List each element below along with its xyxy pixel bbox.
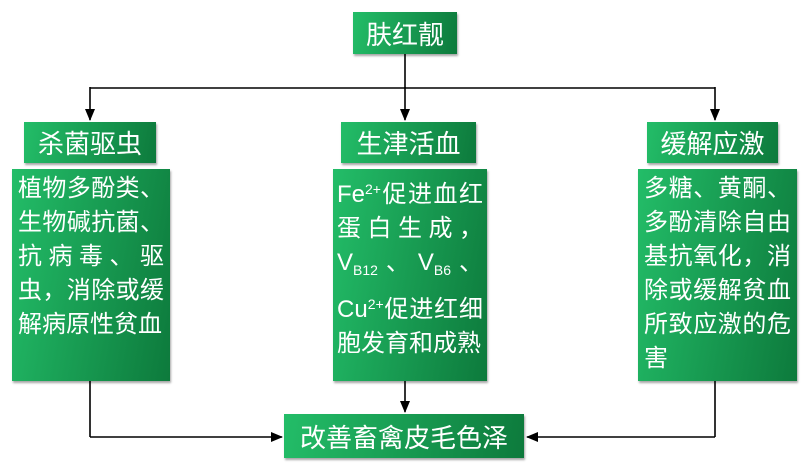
body-blood-seg-rbc: 促进红细胞发育和成熟 [337,296,483,357]
body-blood-seg-v1: V [337,249,354,276]
body-antibacterial-text: 植物多酚类、生物碱抗菌、抗病毒、驱虫，消除或缓解病原性贫血 [18,175,164,338]
product-title-label: 肤红靓 [365,19,444,50]
body-stress-text: 多糖、黄酮、多酚清除自由基抗氧化，消除或缓解贫血所致应激的危害 [644,175,791,372]
node-header-antibacterial: 杀菌驱虫 [24,122,156,163]
body-blood-seg-cu-charge: 2+ [367,296,384,312]
body-blood-seg-b6: B6 [433,262,452,278]
header-stress-label: 缓解应激 [660,129,765,159]
node-body-blood: Fe2+促进血红蛋白生成，VB12、VB6、Cu2+促进红细胞发育和成熟 [333,169,487,381]
body-blood-seg-fe-charge: 2+ [365,181,381,197]
outcome-label: 改善畜禽皮毛色泽 [299,422,508,453]
body-blood-seg-hemoglobin: 促进血红蛋白生成， [337,181,483,242]
body-blood-seg-cu: 、Cu [337,249,484,323]
body-blood-seg-b12: B12 [353,262,378,278]
header-blood-label: 生津活血 [356,129,461,159]
body-blood-seg-fe: Fe [337,181,366,208]
node-header-stress: 缓解应激 [647,122,778,163]
node-outcome: 改善畜禽皮毛色泽 [284,414,524,458]
node-body-antibacterial: 植物多酚类、生物碱抗菌、抗病毒、驱虫，消除或缓解病原性贫血 [12,169,170,381]
node-product-title: 肤红靓 [353,12,457,54]
node-header-blood: 生津活血 [341,122,476,163]
node-body-stress: 多糖、黄酮、多酚清除自由基抗氧化，消除或缓解贫血所致应激的危害 [638,169,797,381]
body-blood-seg-v2: 、V [377,249,434,276]
header-antibacterial-label: 杀菌驱虫 [37,129,142,159]
